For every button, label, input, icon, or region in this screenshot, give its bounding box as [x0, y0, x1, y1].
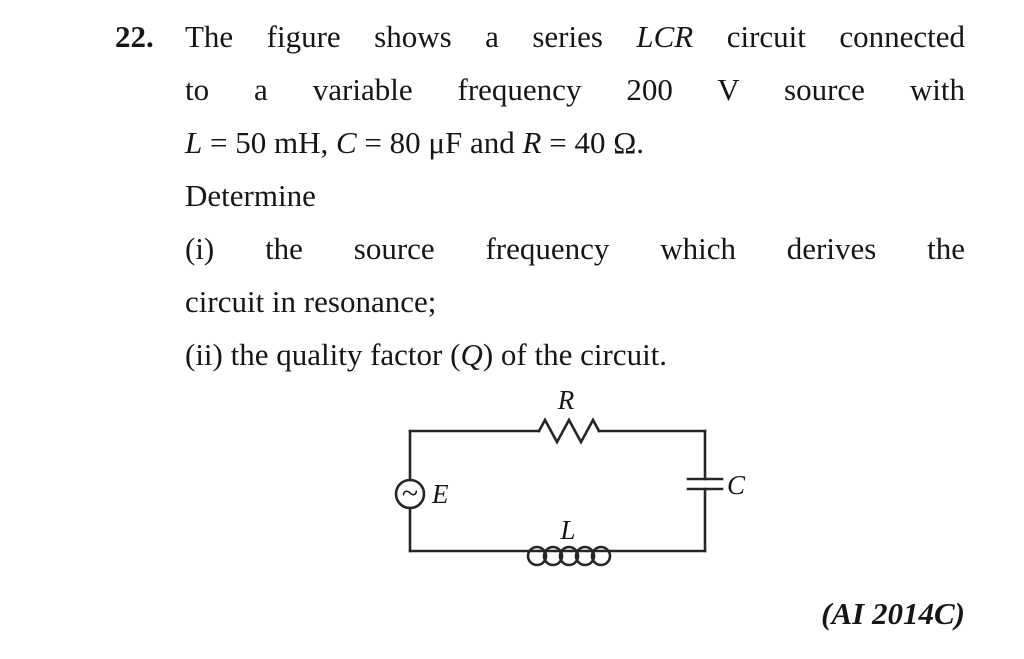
question-block: 22. The figure shows a series LCR circui…: [115, 10, 965, 581]
math-variable: LCR: [636, 19, 694, 54]
capacitor-label: C: [727, 470, 746, 500]
text-segment: circuit in resonance;: [185, 284, 437, 319]
math-variable: L: [185, 125, 203, 160]
question-text: The figure shows a series LCR circuit co…: [185, 10, 965, 581]
lcr-circuit-svg: ~ R C L E: [394, 389, 746, 567]
math-variable: R: [522, 125, 542, 160]
text-segment: Determine: [185, 178, 316, 213]
question-line-2: to a variable frequency 200 V source wit…: [185, 63, 965, 116]
question-line-1: The figure shows a series LCR circuit co…: [185, 10, 965, 63]
inductor-symbol: [526, 545, 612, 567]
capacitor-symbol: [686, 477, 724, 491]
text-segment: to a variable frequency 200 V source wit…: [185, 72, 965, 107]
source-label: E: [431, 479, 449, 509]
math-variable: C: [335, 125, 357, 160]
text-segment: = 40 Ω.: [541, 125, 644, 160]
text-segment: = 50 mH,: [202, 125, 336, 160]
text-segment: The figure shows a series: [185, 19, 637, 54]
ac-source-icon: [394, 478, 426, 510]
text-segment: = 80 μF and: [356, 125, 523, 160]
resistor-label: R: [557, 389, 575, 415]
question-line-7: (ii) the quality factor (Q) of the circu…: [185, 328, 965, 381]
circuit-diagram: ~ R C L E: [385, 389, 770, 581]
text-segment: (ii) the quality factor (: [185, 337, 461, 372]
text-segment: circuit connected: [693, 19, 965, 54]
question-line-5: (i) the source frequency which derives t…: [185, 222, 965, 275]
question-line-4: Determine: [185, 169, 965, 222]
exam-reference: (AI 2014C): [821, 596, 965, 631]
math-variable: Q: [460, 337, 483, 372]
ac-source-wave-symbol: ~: [402, 477, 418, 510]
text-segment: (i) the source frequency which derives t…: [185, 231, 965, 266]
question-line-6: circuit in resonance;: [185, 275, 965, 328]
inductor-label: L: [559, 515, 575, 545]
question-line-3: L = 50 mH, C = 80 μF and R = 40 Ω.: [185, 116, 965, 169]
question-number: 22.: [115, 19, 154, 54]
resistor-symbol: [537, 417, 601, 445]
text-segment: ) of the circuit.: [482, 337, 668, 372]
